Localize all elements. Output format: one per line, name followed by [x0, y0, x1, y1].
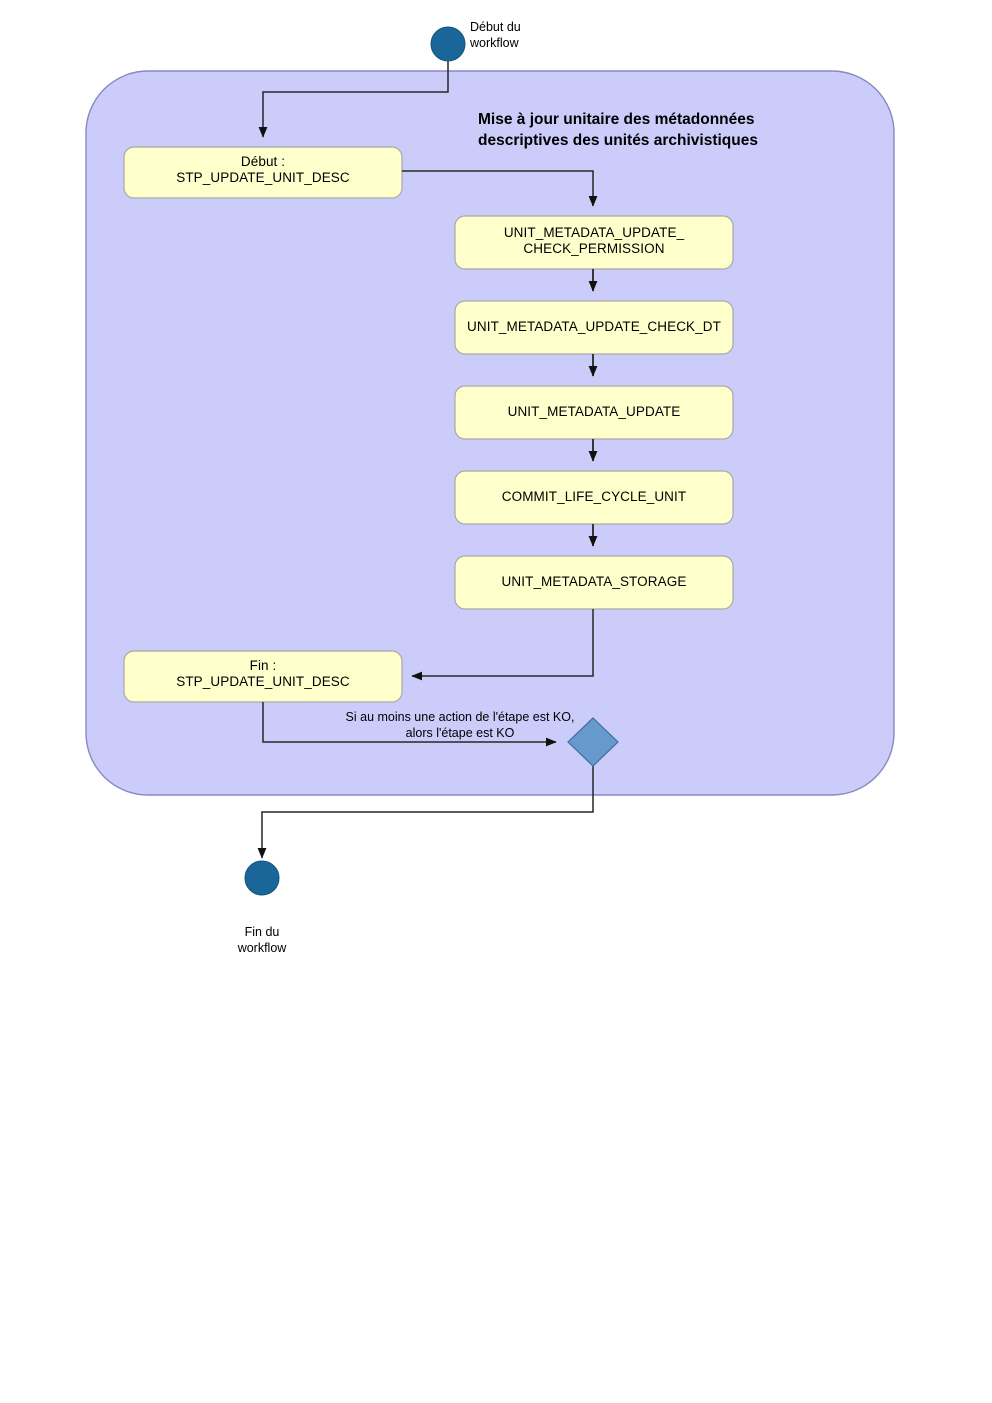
edge-label-ko-condition: Si au moins une action de l'étape est KO…	[345, 710, 575, 741]
edge-start-to-stp-start	[258, 58, 449, 138]
node-label-metadata-storage[interactable]: UNIT_METADATA_STORAGE	[501, 574, 687, 589]
start-event-label: Début du workflow	[470, 20, 521, 50]
edge-stp-end-to-decision	[262, 702, 557, 747]
node-label-check-permission[interactable]: UNIT_METADATA_UPDATE_ CHECK_PERMISSION	[503, 225, 685, 257]
node-box-stp-start	[123, 146, 403, 199]
edge-decision-to-end	[257, 766, 594, 859]
node-box-metadata-storage	[454, 555, 734, 610]
start-event-icon	[430, 26, 466, 62]
node-box-check-dt	[454, 300, 734, 355]
node-label-commit-life-cycle[interactable]: COMMIT_LIFE_CYCLE_UNIT	[501, 489, 687, 504]
node-label-stp-start[interactable]: Début : STP_UPDATE_UNIT_DESC	[176, 154, 350, 186]
edge-metadata-storage-to-stp-end	[411, 609, 594, 681]
decision-diamond-icon	[567, 717, 619, 767]
node-label-stp-end[interactable]: Fin : STP_UPDATE_UNIT_DESC	[176, 658, 350, 690]
end-event-label: Fin du workflow	[237, 925, 287, 955]
frame-title: Mise à jour unitaire des métadonnées des…	[478, 111, 758, 149]
edge-stp-start-to-check-permission	[402, 170, 598, 207]
node-box-commit-life-cycle	[454, 470, 734, 525]
node-box-check-permission	[454, 215, 734, 270]
node-box-metadata-update	[454, 385, 734, 440]
node-label-metadata-update[interactable]: UNIT_METADATA_UPDATE	[507, 404, 681, 419]
node-label-check-dt[interactable]: UNIT_METADATA_UPDATE_CHECK_DT	[467, 319, 721, 334]
end-event-icon	[244, 860, 280, 896]
